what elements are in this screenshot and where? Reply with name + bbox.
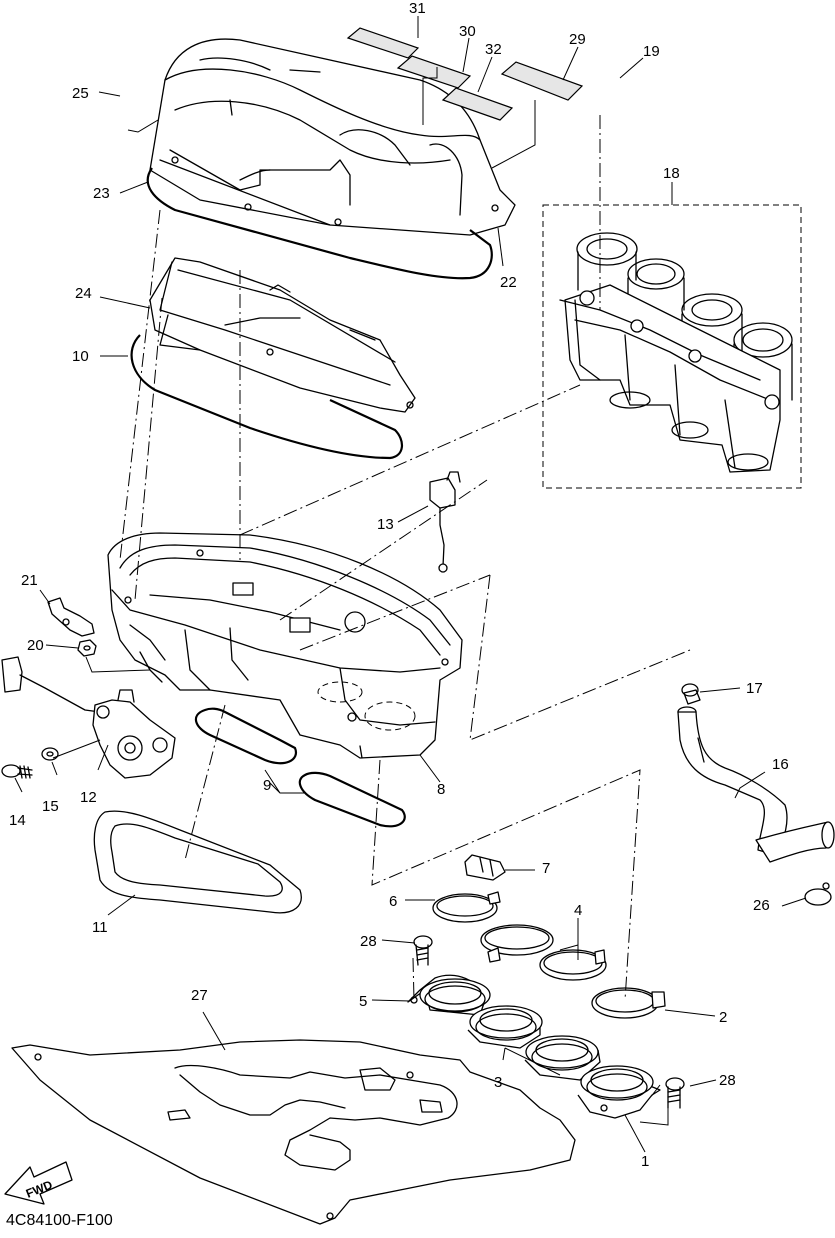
callout-29: 29 xyxy=(569,31,586,48)
callout-18: 18 xyxy=(663,165,680,182)
clamp-4b xyxy=(539,949,607,981)
callout-12: 12 xyxy=(80,789,97,806)
bracket-21 xyxy=(47,597,95,637)
callout-10: 10 xyxy=(72,348,89,365)
callout-25: 25 xyxy=(72,85,89,102)
callout-15: 15 xyxy=(42,798,59,815)
callout-labels: 31 30 32 29 19 25 23 22 18 24 10 13 21 2… xyxy=(9,0,789,1170)
callout-16: 16 xyxy=(772,756,789,773)
part-7 xyxy=(464,854,506,881)
duct-seal-9a xyxy=(194,707,298,765)
throttle-body-assembly xyxy=(559,232,793,473)
callout-32: 32 xyxy=(485,41,502,58)
air-filter-case xyxy=(107,532,463,759)
sensor-13 xyxy=(429,471,461,573)
leader-lines xyxy=(14,16,807,1153)
callout-28-upper: 28 xyxy=(360,933,377,950)
callout-26: 26 xyxy=(753,897,770,914)
callout-21: 21 xyxy=(21,572,38,589)
joint-5 xyxy=(407,974,491,1016)
callout-19: 19 xyxy=(643,43,660,60)
hose-16 xyxy=(677,683,835,863)
callout-30: 30 xyxy=(459,23,476,40)
callout-23: 23 xyxy=(93,185,110,202)
sensor-12 xyxy=(1,656,176,779)
air-filter-case-cover xyxy=(149,38,516,236)
plate-27 xyxy=(11,1039,576,1225)
callout-28-lower: 28 xyxy=(719,1072,736,1089)
air-filter-element xyxy=(149,257,416,413)
duct-seal-9b xyxy=(298,771,406,828)
nut-20 xyxy=(77,639,97,657)
cap-26 xyxy=(804,882,832,906)
callout-31: 31 xyxy=(409,0,426,17)
case-cover-11 xyxy=(93,810,302,914)
callout-7: 7 xyxy=(542,860,550,877)
callout-6: 6 xyxy=(389,893,397,910)
label-stickers xyxy=(346,27,584,121)
callout-22: 22 xyxy=(500,274,517,291)
throttle-body-box xyxy=(542,204,802,489)
callout-14: 14 xyxy=(9,812,26,829)
joint-1 xyxy=(577,1065,661,1119)
callout-4: 4 xyxy=(574,902,582,919)
joint-3b xyxy=(524,1035,601,1081)
bolt-28a xyxy=(413,935,433,966)
bolt-28b xyxy=(665,1077,685,1109)
callout-13: 13 xyxy=(377,516,394,533)
cover-seal-23 xyxy=(146,167,493,280)
callout-17: 17 xyxy=(746,680,763,697)
fwd-arrow-icon: FWD xyxy=(4,1161,73,1205)
washer-15 xyxy=(41,747,59,761)
callout-27: 27 xyxy=(191,987,208,1004)
callout-11: 11 xyxy=(92,919,108,936)
diagram-code: 4C84100-F100 xyxy=(6,1212,113,1229)
clamp-2 xyxy=(591,987,666,1019)
joint-3a xyxy=(467,1005,543,1049)
callout-9: 9 xyxy=(263,777,271,794)
alignment-lines xyxy=(119,115,691,1099)
callout-5: 5 xyxy=(359,993,367,1010)
callout-24: 24 xyxy=(75,285,92,302)
callout-2: 2 xyxy=(719,1009,727,1026)
callout-8: 8 xyxy=(437,781,445,798)
element-seal-10 xyxy=(130,334,403,460)
callout-20: 20 xyxy=(27,637,44,654)
clamp-4a xyxy=(480,924,554,963)
callout-3: 3 xyxy=(494,1074,502,1091)
bolt-14 xyxy=(1,764,33,779)
callout-1: 1 xyxy=(641,1153,649,1170)
clamp-6 xyxy=(432,891,501,923)
